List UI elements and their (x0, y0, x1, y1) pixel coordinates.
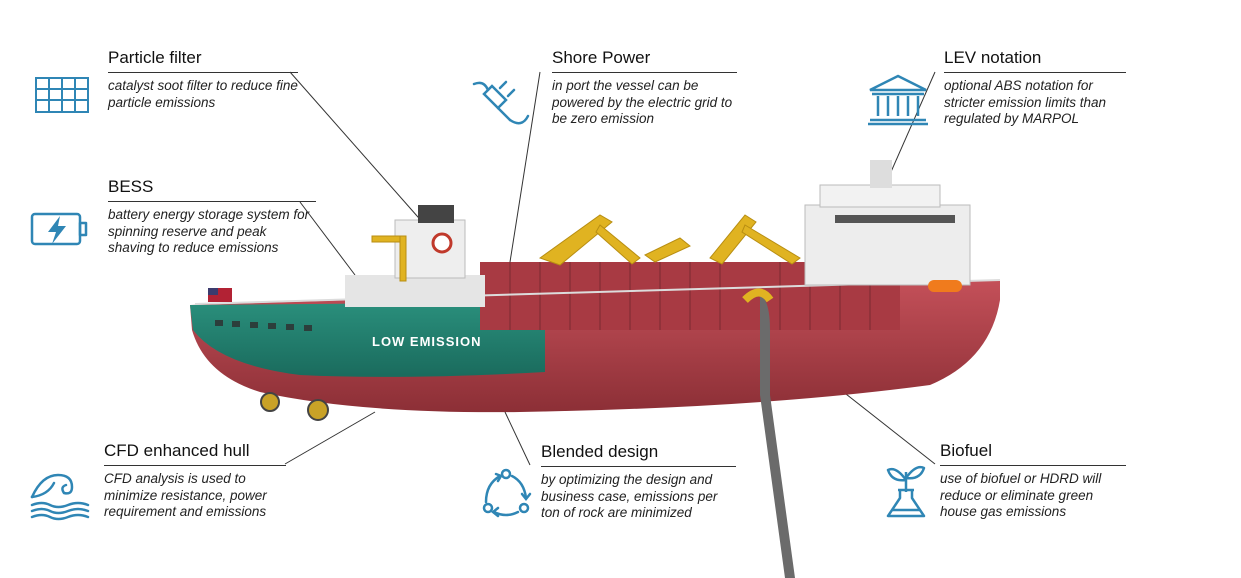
funnel-emblem (431, 232, 453, 254)
aft-superstructure (345, 275, 485, 307)
leader-particle-filter (289, 71, 426, 226)
propeller-2 (307, 399, 329, 421)
discharge-boom (760, 295, 795, 578)
propeller-1 (260, 392, 280, 412)
cycle-icon (474, 466, 538, 522)
callout-description: optional ABS notation for stricter emiss… (944, 78, 1107, 126)
wave-icon (28, 465, 92, 521)
crane-4 (709, 214, 757, 265)
callout-title: Biofuel (940, 441, 1126, 466)
plug-icon (470, 72, 534, 128)
callout-description: by optimizing the design and business ca… (541, 472, 718, 520)
crane-1 (538, 214, 613, 266)
crane-3 (644, 237, 691, 263)
callout-description: catalyst soot filter to reduce fine part… (108, 78, 298, 110)
crane-2 (595, 224, 641, 265)
callout-description: in port the vessel can be powered by the… (552, 78, 733, 126)
institution-icon (866, 72, 930, 128)
callout-title: Blended design (541, 442, 736, 467)
leader-cfd (284, 411, 376, 465)
callout-title: CFD enhanced hull (104, 441, 286, 466)
callout-cfd-hull: CFD enhanced hull CFD analysis is used t… (104, 441, 286, 521)
exhaust-stacks (418, 205, 454, 223)
leader-shore-power (509, 71, 541, 263)
callout-description: CFD analysis is used to minimize resista… (104, 471, 267, 519)
plant-flask-icon (874, 462, 938, 518)
hull-stern-livery (190, 302, 545, 377)
callout-description: battery energy storage system for spinni… (108, 207, 310, 255)
grid-filter-icon (30, 72, 94, 128)
callout-title: Shore Power (552, 48, 737, 73)
callout-particle-filter: Particle filter catalyst soot filter to … (108, 48, 298, 111)
callout-biofuel: Biofuel use of biofuel or HDRD will redu… (940, 441, 1126, 521)
leader-blended (504, 411, 531, 466)
callout-blended-design: Blended design by optimizing the design … (541, 442, 736, 522)
callout-shore-power: Shore Power in port the vessel can be po… (552, 48, 737, 128)
callout-title: LEV notation (944, 48, 1126, 73)
leader-bess (299, 201, 356, 276)
callout-description: use of biofuel or HDRD will reduce or el… (940, 471, 1102, 519)
callout-title: Particle filter (108, 48, 298, 73)
battery-icon (28, 202, 92, 258)
hull-lettering: LOW EMISSION (372, 334, 482, 349)
callout-bess: BESS battery energy storage system for s… (108, 177, 316, 257)
callout-title: BESS (108, 177, 316, 202)
lifeboat (928, 280, 962, 292)
callout-lev-notation: LEV notation optional ABS notation for s… (944, 48, 1126, 128)
